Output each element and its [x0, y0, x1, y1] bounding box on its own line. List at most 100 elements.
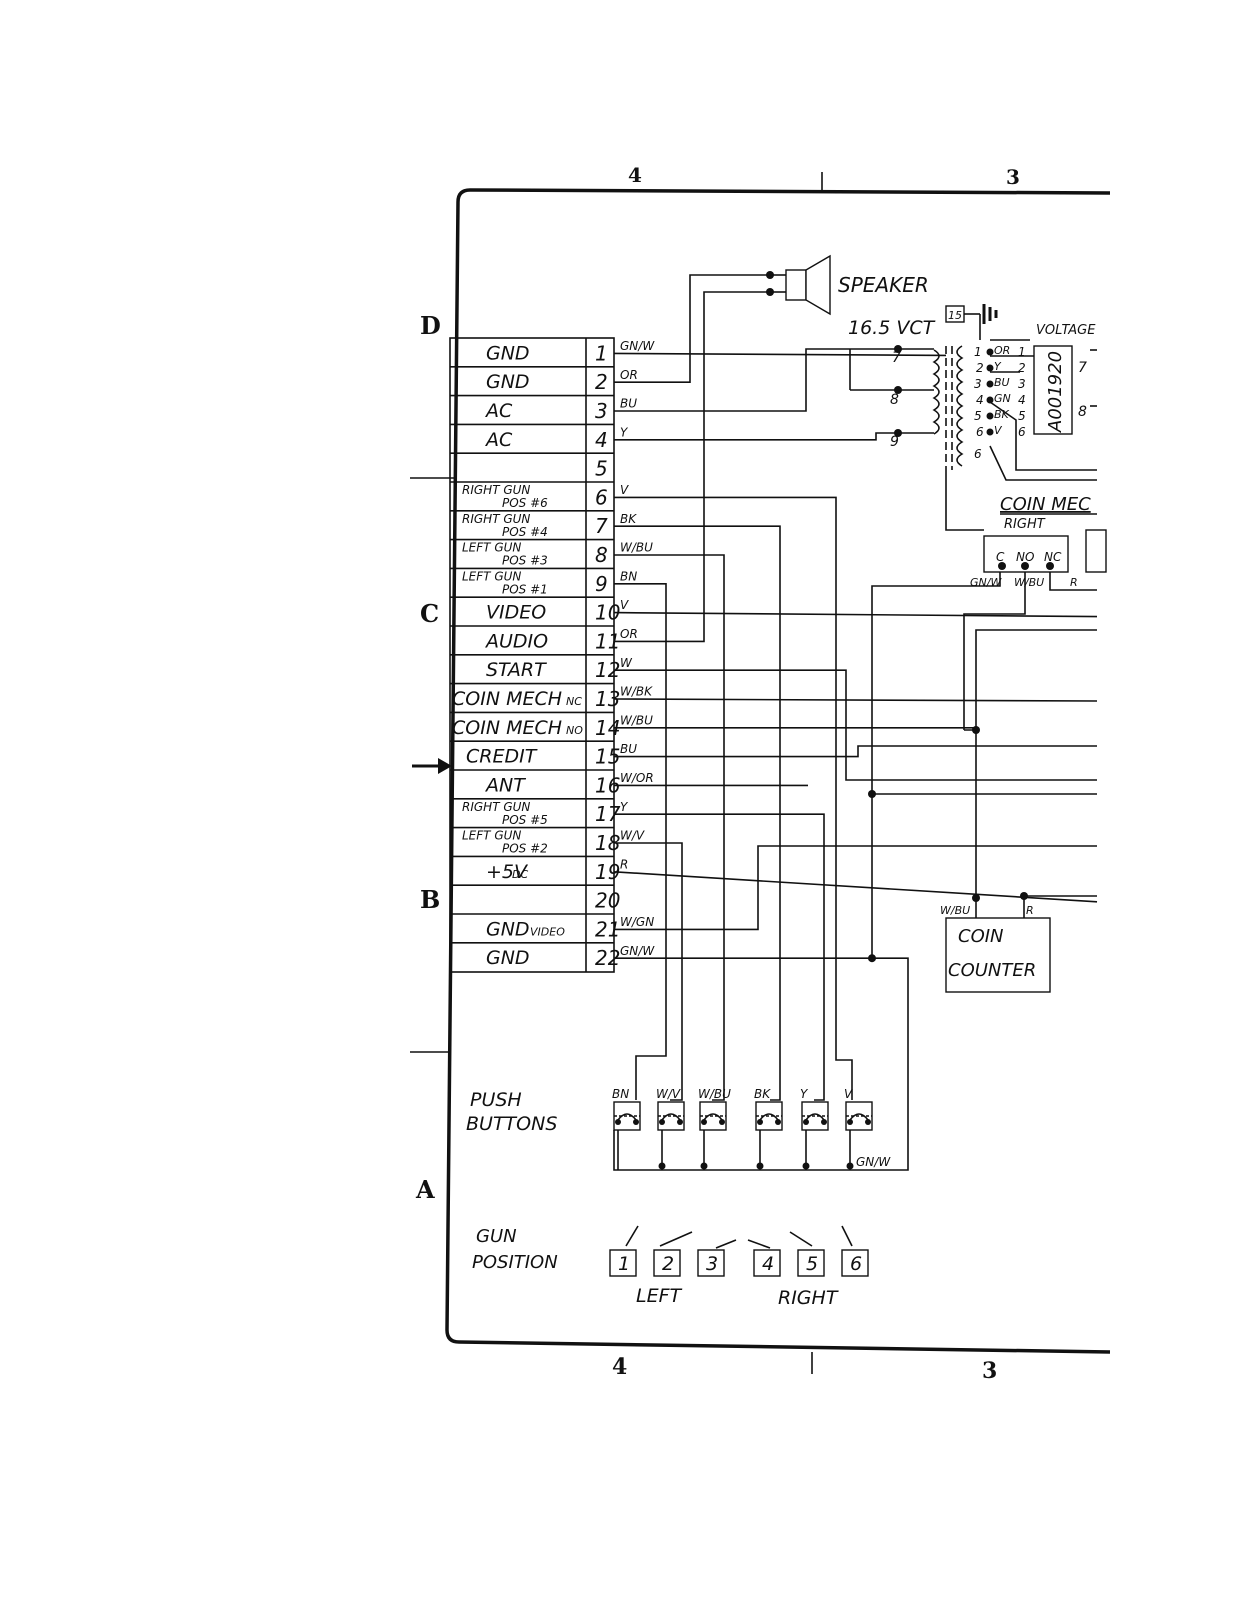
wire: [613, 611, 1098, 618]
wire-color-label: R: [620, 857, 628, 871]
wire-color-label: BK: [620, 512, 637, 526]
wire-color-label: V: [620, 598, 629, 612]
pin-label: RIGHT GUN: [462, 512, 530, 526]
pin-label: GND: [486, 371, 530, 393]
pin-label-sub: POS #6: [502, 496, 548, 510]
gun-position-left: LEFT: [636, 1285, 683, 1307]
wire: [614, 669, 1097, 781]
speaker-label: SPEAKER: [838, 273, 929, 297]
gun-position-line1: GUN: [476, 1226, 517, 1247]
wire-color-label: W/BU: [620, 541, 653, 555]
push-button: V: [844, 1087, 873, 1170]
primary-tap-number: 1: [974, 345, 982, 359]
tap-8: 8: [890, 392, 899, 408]
wire-color-label: BU: [620, 397, 637, 411]
voltage-module-body: [1033, 345, 1073, 435]
gun-position-number: 2: [662, 1253, 674, 1275]
wire-color-label: GN/W: [620, 944, 655, 958]
pin-label: GND: [486, 947, 530, 969]
transformer-voltage-label: 16.5 VCT: [848, 317, 936, 339]
wire: [975, 629, 1097, 730]
grid-row-d: D: [420, 311, 441, 340]
primary-tap-index: 1: [1018, 345, 1026, 359]
junction-dot: [1020, 892, 1028, 900]
voltage-select-module: VOLTAGE A001920 7 8: [1033, 323, 1097, 435]
pin-label: LEFT GUN: [462, 541, 521, 555]
pin-number: 1: [595, 341, 608, 365]
coin-mech-contact-c: C: [996, 550, 1005, 564]
push-button-wire: W/V: [656, 1087, 681, 1101]
wire-color-label: V: [620, 483, 629, 497]
wire: [613, 871, 1098, 903]
wire-runs: [613, 274, 1098, 1171]
coin-mech-wire-no: W/BU: [1014, 576, 1044, 589]
wire-color-label: Y: [620, 425, 629, 439]
gun-position-right: RIGHT: [778, 1287, 839, 1309]
wire-color-label: W/V: [620, 829, 645, 843]
wire-color-label: W/GN: [620, 915, 654, 929]
pin-number: 2: [595, 370, 608, 394]
coin-mech-contact-nc: NC: [1044, 550, 1062, 564]
button-switch-icon: [759, 1113, 779, 1121]
wire-color-label: OR: [620, 627, 638, 641]
pin-label: AC: [484, 400, 513, 422]
primary-tap-number: 4: [976, 393, 984, 407]
primary-tap-number: 5: [974, 409, 982, 423]
pin-number: 4: [595, 428, 608, 452]
wire-color-label: W: [620, 656, 633, 670]
primary-tap-number: 6: [976, 425, 984, 439]
speaker-cone-icon: [805, 254, 831, 316]
primary-wire-color: GN: [994, 392, 1011, 405]
voltage-title: VOLTAGE: [1036, 323, 1096, 338]
wire: [614, 745, 1097, 758]
wire: [871, 566, 1001, 959]
coin-counter-body: [945, 917, 1051, 993]
pin-number: 5: [595, 457, 608, 481]
speaker: SPEAKER: [766, 254, 929, 316]
push-button-wire: W/BU: [698, 1087, 731, 1101]
pin-label: ANT: [484, 774, 526, 796]
pin-label: COIN MECH: [452, 688, 562, 710]
push-button: BN: [612, 1087, 641, 1170]
tap-9: 9: [890, 434, 899, 450]
primary-coil: [956, 345, 964, 467]
button-switch-icon: [661, 1113, 681, 1121]
ground-icon: [982, 304, 998, 324]
wire-color-label: OR: [620, 368, 638, 382]
coin-counter-wire-a: W/BU: [940, 904, 970, 917]
junction-dot: [868, 790, 876, 798]
wire-color-label: W/BU: [620, 713, 653, 727]
junction-dot: [972, 894, 980, 902]
wire-color-label: W/BK: [620, 685, 653, 699]
primary-wire-color: V: [994, 424, 1003, 437]
junction-dot: [972, 726, 980, 734]
pin-label-sub: POS #3: [502, 554, 548, 568]
push-buttons-line2: BUTTONS: [466, 1113, 557, 1135]
pin-label: GND: [486, 918, 530, 940]
coin-mech-side: RIGHT: [1004, 517, 1046, 532]
primary-tap-index: 3: [1018, 377, 1026, 391]
pin-label-sub: NO: [566, 724, 583, 737]
grid-row-c: C: [420, 599, 439, 628]
primary-tap-index: 6: [1018, 425, 1026, 439]
primary-tap-number: 3: [974, 377, 982, 391]
coin-mech-wire-nc: R: [1070, 576, 1078, 589]
gun-position-number: 4: [762, 1253, 774, 1275]
pin-number: 20: [595, 889, 620, 913]
pin-number: 3: [595, 399, 608, 423]
wire: [614, 525, 781, 1101]
pin-label-sub: VIDEO: [530, 925, 565, 938]
push-button: W/BU: [698, 1087, 731, 1170]
wire: [614, 583, 667, 1100]
coin-mech-second-switch: [1085, 529, 1107, 573]
push-button-wire: Y: [800, 1087, 809, 1101]
coin-mech: COIN MEC RIGHT C NO NC GN/W W/BU R: [970, 494, 1107, 589]
wire: [614, 813, 825, 1101]
button-switch-icon: [703, 1113, 723, 1121]
tap-7: 7: [892, 350, 901, 366]
button-switch-icon: [617, 1113, 637, 1121]
gun-position-box: 1: [609, 1225, 639, 1277]
primary-wire-color: BK: [994, 408, 1010, 421]
